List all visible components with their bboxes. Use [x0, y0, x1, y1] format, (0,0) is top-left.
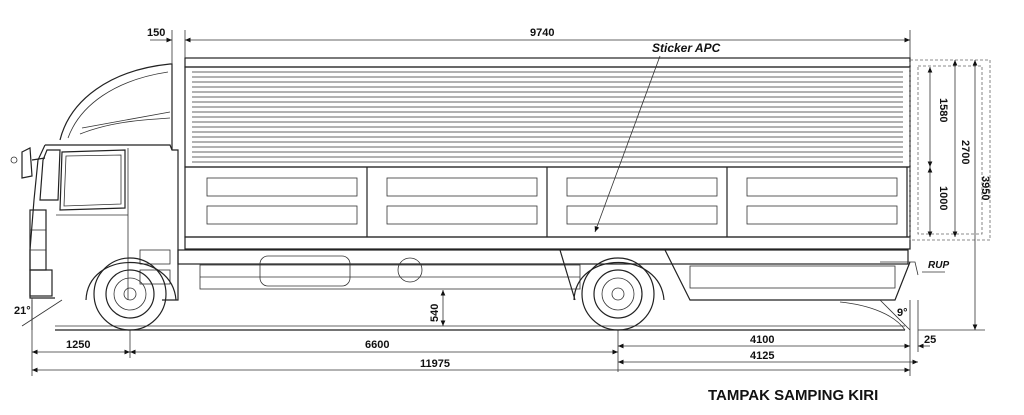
- dim-cab-gap: 150: [147, 27, 165, 39]
- dim-lower-panel: 1000: [937, 186, 949, 210]
- side-panel: [566, 205, 718, 225]
- dimension-lines: [21, 30, 985, 376]
- dim-rear-offset: 25: [924, 334, 936, 346]
- dim-rear-overhang-b: 4125: [750, 350, 774, 362]
- dim-ground-clearance: 540: [429, 304, 441, 322]
- angle-departure: 9°: [897, 307, 908, 319]
- cab: [10, 63, 179, 301]
- body-slats: [192, 71, 903, 163]
- angle-approach: 21°: [14, 305, 31, 317]
- side-panel: [566, 177, 718, 197]
- dim-body-height: 2700: [959, 140, 971, 164]
- side-panel: [386, 177, 538, 197]
- sticker-callout: Sticker APC: [652, 41, 721, 55]
- rup-callout: RUP: [928, 260, 949, 271]
- lower-panels: [206, 167, 908, 237]
- dim-front-overhang: 1250: [66, 339, 90, 351]
- front-wheel: [85, 257, 177, 331]
- dim-body-length: 9740: [530, 27, 554, 39]
- side-panel: [206, 205, 358, 225]
- chassis: [177, 249, 919, 301]
- dim-wheelbase: 6600: [365, 339, 389, 351]
- cargo-body: [184, 57, 991, 250]
- side-panel: [746, 205, 898, 225]
- dim-rear-overhang-a: 4100: [750, 334, 774, 346]
- dim-overall-height: 3950: [979, 176, 991, 200]
- side-panel: [746, 177, 898, 197]
- side-panel: [386, 205, 538, 225]
- dim-overall-length: 11975: [420, 358, 450, 370]
- side-panel: [206, 177, 358, 197]
- dim-upper-panel: 1580: [937, 98, 949, 122]
- rear-wheel: [573, 257, 665, 331]
- view-title: TAMPAK SAMPING KIRI: [708, 387, 878, 404]
